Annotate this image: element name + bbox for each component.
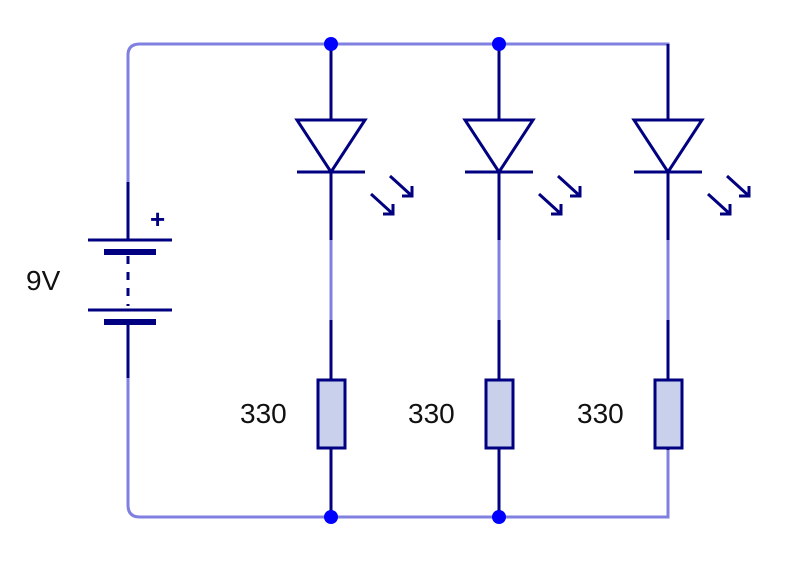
junctions bbox=[324, 37, 506, 524]
resistor-1-label: 330 bbox=[240, 398, 287, 429]
led-3-triangle bbox=[631, 118, 705, 175]
led-1-arrow-b bbox=[388, 174, 414, 198]
led-3-arrow-b bbox=[725, 174, 751, 198]
left-wire-bottom bbox=[126, 378, 670, 519]
junction-top-2 bbox=[492, 37, 506, 51]
led-2-arrow-b bbox=[556, 174, 582, 198]
junction-bottom-2 bbox=[492, 510, 506, 524]
junction-bottom-1 bbox=[324, 510, 338, 524]
led-2 bbox=[462, 44, 582, 240]
led-1 bbox=[294, 44, 414, 240]
resistor-3 bbox=[653, 320, 684, 450]
resistor-2-label: 330 bbox=[408, 398, 455, 429]
resistor-2-body bbox=[484, 378, 515, 450]
battery bbox=[88, 182, 172, 378]
resistor-3-label: 330 bbox=[577, 398, 624, 429]
wiring bbox=[126, 42, 670, 519]
resistor-1-body bbox=[316, 378, 347, 450]
left-wire-top bbox=[126, 42, 670, 182]
led-1-arrow-a bbox=[369, 192, 395, 216]
led-2-arrow-a bbox=[537, 192, 563, 216]
led-2-triangle bbox=[462, 118, 536, 175]
battery-polarity: + bbox=[150, 204, 165, 234]
resistor-1 bbox=[316, 320, 347, 517]
led-1-triangle bbox=[294, 118, 368, 175]
resistor-2 bbox=[484, 320, 515, 517]
resistor-3-body bbox=[653, 378, 684, 450]
junction-top-1 bbox=[324, 37, 338, 51]
led-3-arrow-a bbox=[706, 192, 732, 216]
battery-voltage-label: 9V bbox=[26, 265, 61, 296]
led-3 bbox=[631, 44, 751, 240]
